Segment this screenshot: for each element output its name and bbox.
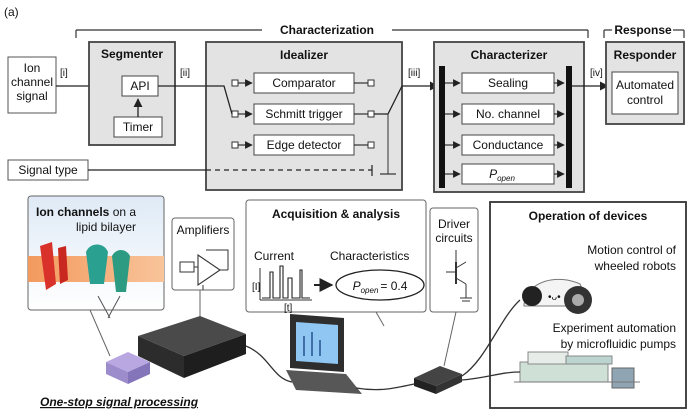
sensor-chip [106, 362, 128, 384]
characteristics-label: Characteristics [330, 249, 409, 263]
acquisition-title: Acquisition & analysis [272, 207, 400, 221]
hardware-illustration [106, 299, 521, 394]
svg-text:channel: channel [11, 75, 53, 89]
popen-result-bubble [335, 269, 425, 301]
characterizer-title: Characterizer [471, 48, 548, 62]
characterization-label: Characterization [280, 23, 374, 37]
svg-text:Experiment automation: Experiment automation [553, 321, 676, 335]
segmenter-block: Segmenter API Timer [88, 41, 176, 146]
ion-channel-signal-box: Ion channel signal [7, 56, 57, 114]
current-label: Current [254, 249, 295, 263]
idealizer-title: Idealizer [280, 48, 328, 62]
svg-text:[I]: [I] [252, 282, 261, 293]
driver-panel: Driver circuits [429, 207, 479, 313]
responder-title: Responder [614, 48, 677, 62]
driver-box [414, 378, 436, 394]
amplifiers-label: Amplifiers [177, 223, 230, 237]
svg-text:[t]: [t] [284, 303, 293, 314]
ion-channels-panel: Ion channels on a lipid bilayer [27, 195, 165, 319]
step-label-iv: [iv] [590, 68, 603, 79]
responder-block: Responder Automated control [605, 41, 685, 125]
svg-text:signal: signal [16, 89, 47, 103]
svg-text:wheeled robots: wheeled robots [594, 259, 676, 273]
step-label-i: [i] [60, 68, 68, 79]
opamp-icon [197, 253, 221, 287]
characterizer-block: Characterizer Sealing No. channel Conduc… [433, 41, 585, 193]
api-label: API [130, 79, 149, 93]
microfluidic-pump [519, 361, 609, 383]
ion-channel-green [86, 244, 108, 284]
svg-text:Automated: Automated [616, 78, 674, 92]
conductance-label: Conductance [473, 138, 544, 152]
svg-text:Driver: Driver [438, 217, 470, 231]
segmenter-title: Segmenter [101, 47, 163, 61]
characterization-bracket: Characterization [75, 23, 589, 38]
footer-title: One-stop signal processing [40, 395, 199, 409]
acquisition-panel: Acquisition & analysis Current Character… [245, 199, 427, 314]
comparator-label: Comparator [272, 76, 335, 90]
step-label-iii: [iii] [408, 68, 420, 79]
edge-detector-label: Edge detector [267, 138, 342, 152]
ion-channel-red [40, 242, 56, 290]
current-trace [262, 265, 310, 299]
amplifiers-panel: Amplifiers [171, 217, 235, 291]
panel-label: (a) [4, 5, 19, 19]
operation-title: Operation of devices [529, 209, 648, 223]
svg-text:circuits: circuits [435, 231, 472, 245]
amplifier-box [184, 334, 246, 378]
idealizer-block: Idealizer Comparator Schmitt trigger Edg… [205, 41, 403, 191]
signal-type-row: Signal type [7, 159, 373, 181]
step-label-ii: [ii] [180, 68, 190, 79]
lipid-bilayer-label: lipid bilayer [76, 220, 136, 234]
signal-type-label: Signal type [18, 163, 78, 177]
sealing-label: Sealing [488, 76, 528, 90]
operation-panel: Operation of devices Motion control of w… [489, 201, 687, 409]
svg-text:by microfluidic pumps: by microfluidic pumps [561, 337, 676, 351]
svg-text:Ion: Ion [24, 61, 41, 75]
svg-text:Ion channels on a: Ion channels on a [36, 205, 136, 219]
ion-channels-bold: Ion channels [36, 205, 110, 219]
robot-face: •ᴗ• [548, 292, 561, 303]
response-bracket: Response [603, 23, 685, 38]
svg-text:Motion control of: Motion control of [587, 243, 676, 257]
svg-text:control: control [627, 93, 663, 107]
timer-label: Timer [123, 120, 153, 134]
popen-label: Popen [489, 167, 515, 183]
no-channel-label: No. channel [476, 107, 540, 121]
response-label: Response [614, 23, 672, 37]
popen-result: Popen= 0.4 [353, 279, 408, 295]
schmitt-trigger-label: Schmitt trigger [265, 107, 342, 121]
